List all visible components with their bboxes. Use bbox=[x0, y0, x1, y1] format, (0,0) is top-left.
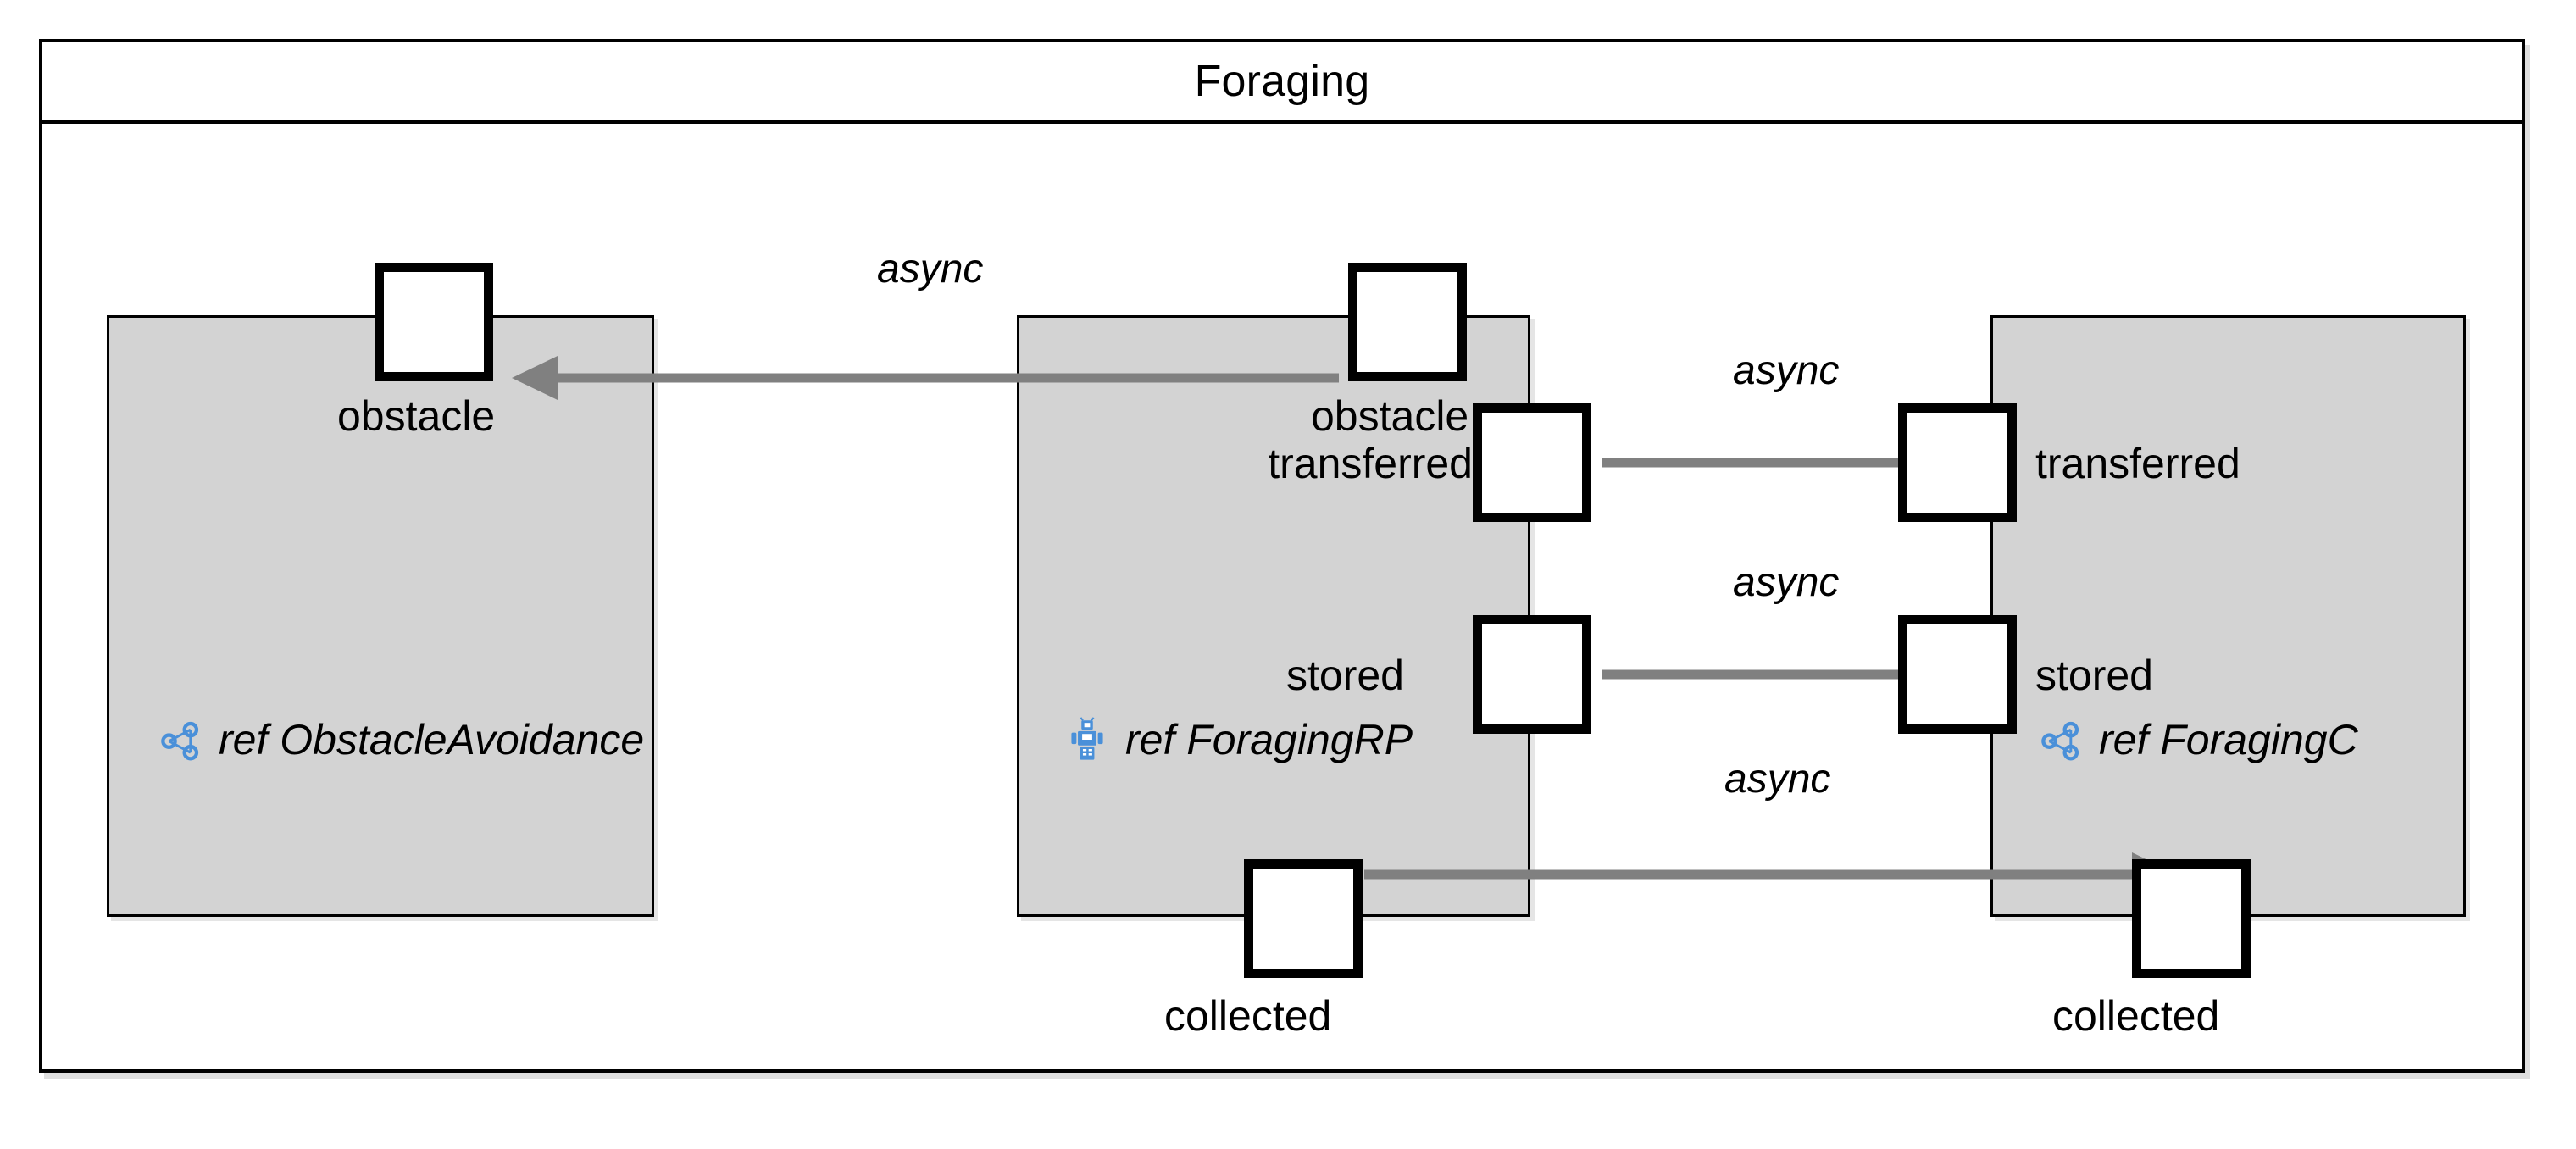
connector-transferred-label: async bbox=[1733, 348, 1840, 393]
part-obstacle-avoidance[interactable] bbox=[107, 315, 654, 917]
part-foraging-c-ref: ref ForagingC bbox=[2038, 717, 2358, 763]
port-obstacle-left[interactable] bbox=[375, 263, 493, 381]
port-obstacle-mid-label: obstacle bbox=[1311, 392, 1469, 440]
part-foraging-rp-label: ref ForagingRP bbox=[1125, 716, 1413, 763]
port-stored-right-label: stored bbox=[2035, 652, 2153, 699]
port-transferred-mid-label: transferred bbox=[1268, 440, 1473, 487]
port-stored-mid[interactable] bbox=[1473, 615, 1591, 734]
port-obstacle-mid[interactable] bbox=[1348, 263, 1467, 381]
port-transferred-right-label: transferred bbox=[2035, 440, 2240, 487]
port-transferred-right[interactable] bbox=[1898, 403, 2017, 522]
port-stored-right[interactable] bbox=[1898, 615, 2017, 734]
port-collected-mid[interactable] bbox=[1244, 859, 1363, 978]
port-collected-mid-label: collected bbox=[1164, 992, 1332, 1040]
page-title: Foraging bbox=[1194, 57, 1370, 106]
network-graph-icon bbox=[2041, 721, 2079, 761]
port-collected-right-label: collected bbox=[2052, 992, 2220, 1040]
part-obstacle-avoidance-ref: ref ObstacleAvoidance bbox=[158, 717, 644, 763]
frame-body: ref ObstacleAvoidance bbox=[42, 124, 2522, 1069]
port-transferred-mid[interactable] bbox=[1473, 403, 1591, 522]
connector-collected-label: async bbox=[1724, 757, 1831, 802]
port-stored-mid-label: stored bbox=[1286, 652, 1404, 699]
network-graph-icon bbox=[161, 721, 199, 761]
connector-stored-label: async bbox=[1733, 560, 1840, 605]
part-foraging-rp-ref: ref ForagingRP bbox=[1064, 717, 1413, 763]
connector-obstacle[interactable] bbox=[491, 327, 1390, 429]
foraging-frame: Foraging ref ObstacleAvoidance bbox=[39, 39, 2525, 1073]
part-foraging-rp[interactable] bbox=[1017, 315, 1530, 917]
port-obstacle-left-label: obstacle bbox=[337, 392, 496, 440]
port-collected-right[interactable] bbox=[2132, 859, 2251, 978]
part-obstacle-avoidance-label: ref ObstacleAvoidance bbox=[219, 716, 645, 763]
part-foraging-c-label: ref ForagingC bbox=[2099, 716, 2358, 763]
connector-collected[interactable] bbox=[1364, 824, 2195, 925]
connector-obstacle-label: async bbox=[877, 247, 984, 291]
robot-icon bbox=[1071, 717, 1103, 760]
frame-title-bar: Foraging bbox=[42, 42, 2522, 124]
